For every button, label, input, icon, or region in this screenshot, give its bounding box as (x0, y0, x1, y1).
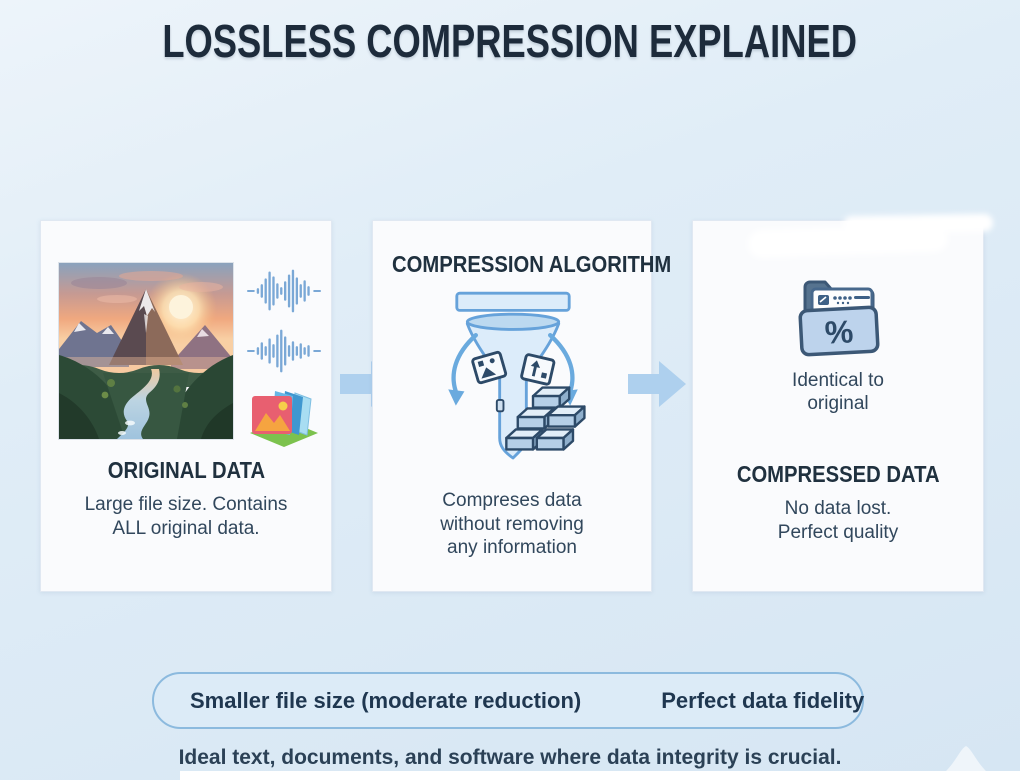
photo-mountains (255, 413, 290, 431)
compressed-caption: Identical to original (792, 370, 884, 415)
algorithm-heading: COMPRESSION ALGORITHM (392, 251, 672, 277)
bottom-peak-shape (928, 746, 1004, 780)
folder-percent-icon: % (793, 265, 885, 361)
compressed-data-heading: COMPRESSED DATA (736, 461, 940, 487)
page-title: LOSSLESS COMPRESSION EXPLAINED (162, 15, 858, 67)
card-original-data: ORIGINAL DATA Large file size. Contains … (40, 220, 332, 592)
funnel-mouth (465, 312, 561, 331)
right-ridge (171, 325, 233, 369)
funnel-rim (455, 291, 571, 312)
landscape-photo (59, 263, 233, 439)
compression-funnel-icon (413, 285, 613, 471)
mountain-peak (109, 289, 146, 365)
card-compressed-data: % Identical to original COMPRESSED DATA … (692, 213, 994, 592)
landscape-photo-art (59, 263, 233, 439)
card-compression-algorithm: COMPRESSION ALGORITHM (372, 220, 672, 592)
white-smudge (842, 213, 994, 235)
data-blocks-icon (505, 386, 586, 451)
benefits-bar: Smaller file size (moderate reduction) P… (152, 672, 864, 729)
audio-waveform-icon (247, 329, 321, 373)
sun (169, 295, 193, 319)
percent-symbol: % (824, 313, 854, 350)
photo-stack-icon (250, 391, 318, 447)
photo-sun (278, 401, 288, 411)
benefit-fidelity-label: Perfect data fidelity (661, 687, 865, 713)
bottom-white-strip (180, 771, 1020, 780)
snow-cap (139, 289, 155, 316)
audio-waveform-icon (247, 269, 321, 313)
flow-cards-row: ORIGINAL DATA Large file size. Contains … (40, 213, 994, 592)
compressed-data-body: No data lost. Perfect quality (777, 498, 899, 543)
image-tile-icon (520, 353, 556, 386)
benefit-size-label: Smaller file size (moderate reduction) (190, 687, 582, 713)
original-data-heading: ORIGINAL DATA (107, 457, 265, 483)
right-arrow-icon (628, 361, 686, 407)
algorithm-body: Compreses data without removing any info… (440, 490, 584, 559)
folder-front: % (798, 305, 880, 357)
footnote: Ideal text, documents, and software wher… (178, 746, 842, 769)
original-data-body: Large file size. Contains ALL original d… (84, 494, 288, 539)
image-tile-icon (471, 350, 508, 385)
curved-down-arrow-icon (448, 332, 478, 406)
original-data-icons (245, 263, 323, 447)
